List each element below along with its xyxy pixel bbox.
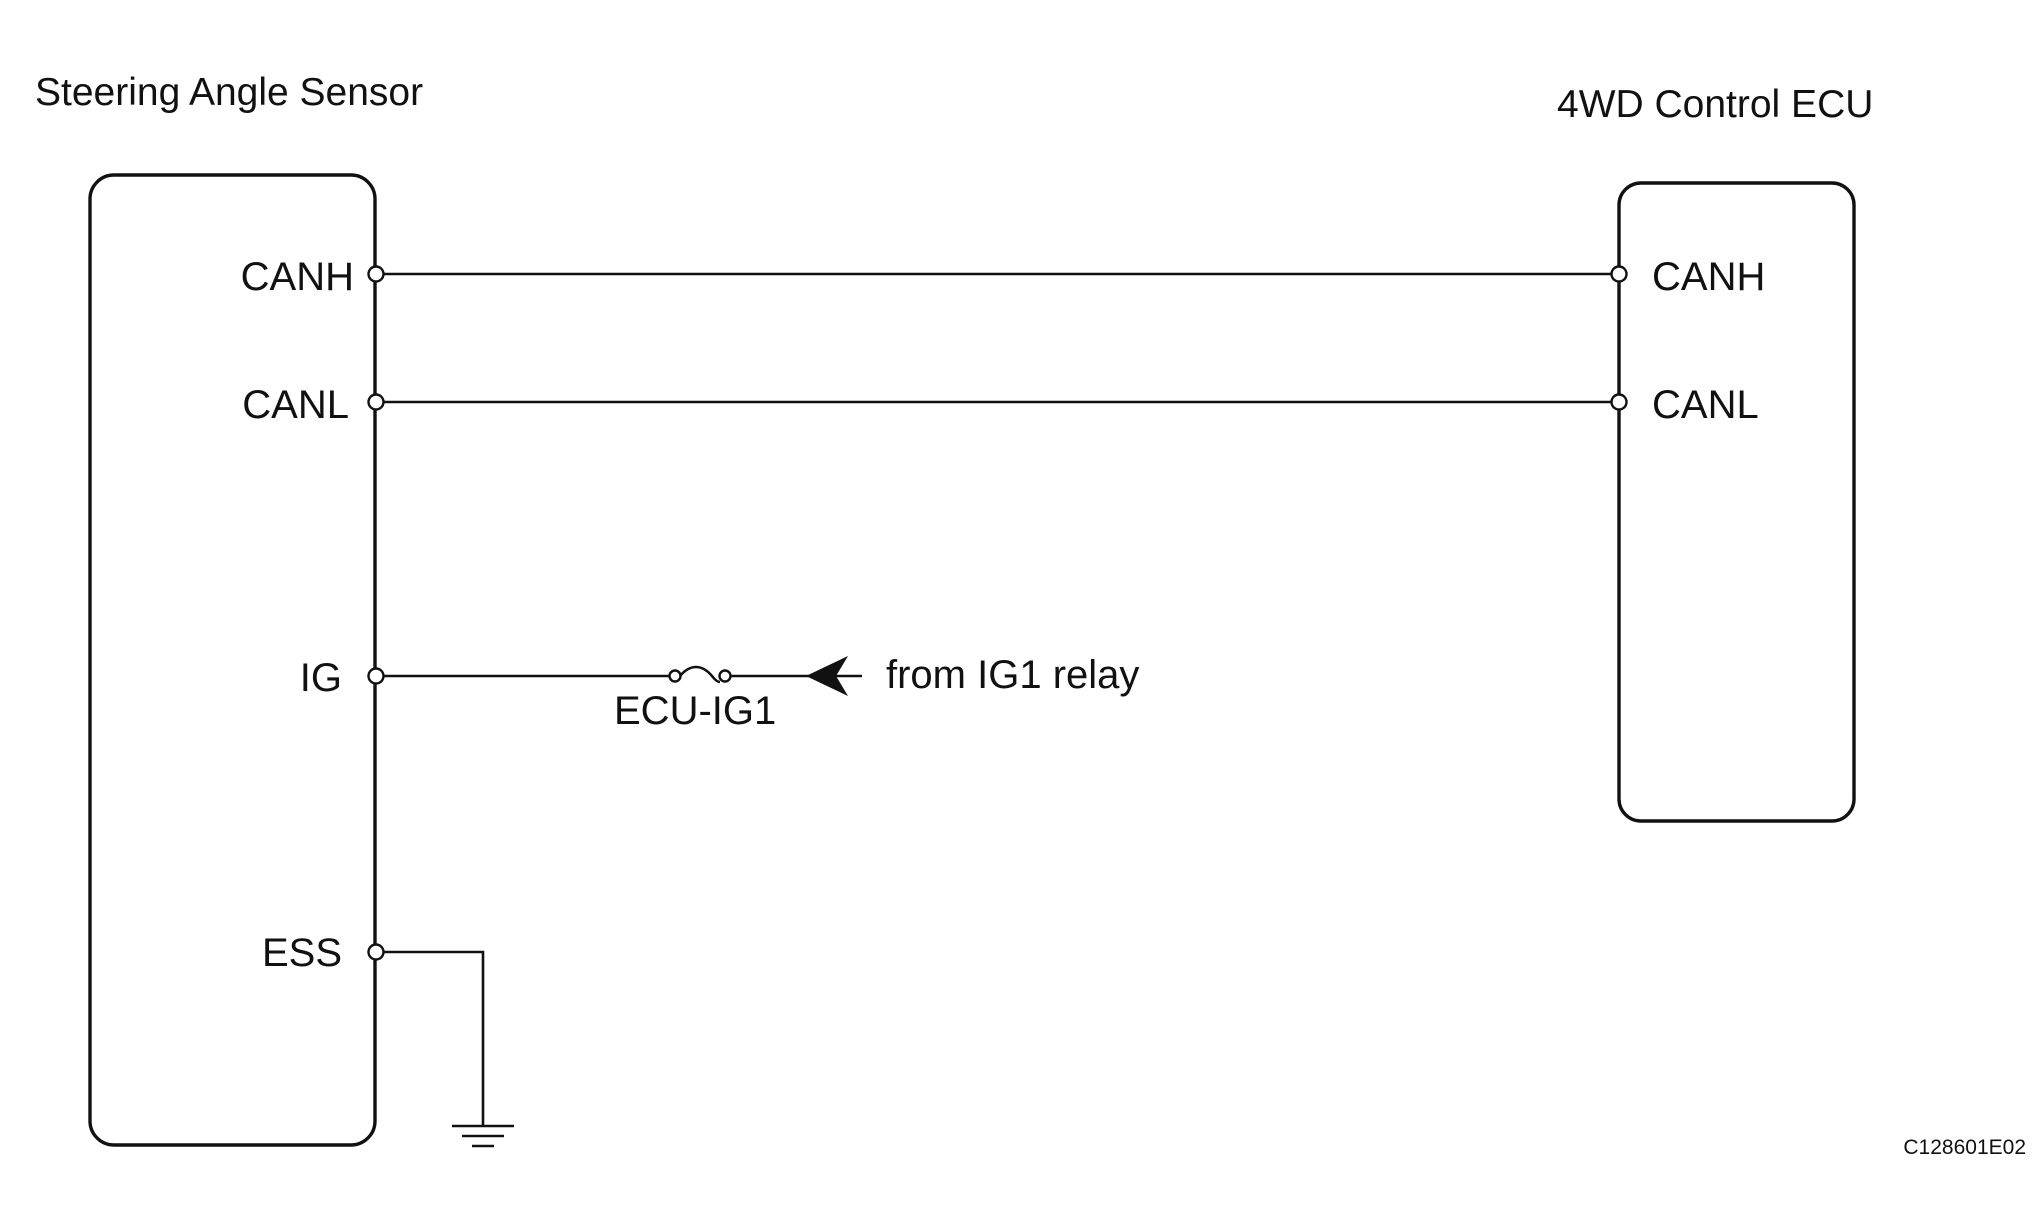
ecu-ig1-fuse-symbol: [668, 665, 732, 684]
ess-ground-wire: [382, 950, 485, 1126]
ecu-canl-label: CANL: [1652, 383, 1759, 427]
4wd-control-ecu-title: 4WD Control ECU: [1557, 83, 1873, 126]
sas-canl-terminal: [367, 393, 385, 411]
fuse-label: ECU-IG1: [614, 689, 776, 733]
sas-ig-terminal: [367, 667, 385, 685]
sas-canh-label: CANH: [241, 255, 354, 299]
power-source-label: from IG1 relay: [886, 653, 1139, 697]
ground-icon: [452, 1124, 514, 1148]
sas-canh-terminal: [367, 265, 385, 283]
steering-angle-sensor-title: Steering Angle Sensor: [35, 71, 423, 114]
sas-ess-label: ESS: [262, 931, 342, 975]
sas-ess-terminal: [367, 943, 385, 961]
sas-canl-label: CANL: [242, 383, 349, 427]
arrow-left-icon: [806, 656, 848, 696]
figure-code: C128601E02: [1903, 1136, 2026, 1159]
steering-angle-sensor-box: [88, 173, 377, 1147]
4wd-control-ecu-box: [1617, 181, 1856, 823]
sas-ig-label: IG: [300, 656, 342, 700]
ecu-canl-terminal: [1610, 393, 1628, 411]
ecu-canh-terminal: [1610, 265, 1628, 283]
ecu-canh-label: CANH: [1652, 255, 1765, 299]
